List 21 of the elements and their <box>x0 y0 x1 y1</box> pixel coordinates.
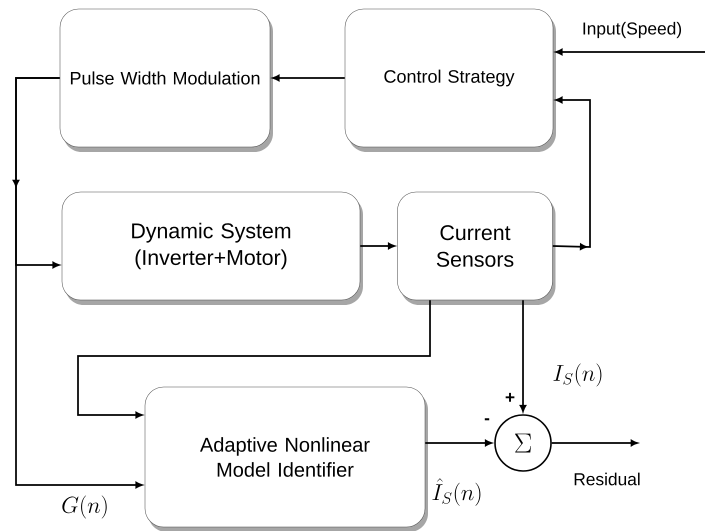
arrow <box>360 242 395 250</box>
edge-label: $G(n)$ <box>62 496 107 519</box>
edge-label: $\hat{I}_S(n)$ <box>432 478 480 506</box>
edge-label: Input(Speed) <box>584 22 682 38</box>
summing-junction: $\Sigma$ <box>494 414 552 472</box>
arrow <box>77 300 431 418</box>
process-box: Adaptive Nonlinear Model Identifier <box>144 386 428 531</box>
arrow <box>272 74 345 82</box>
arrow <box>552 440 638 446</box>
arrow <box>425 440 492 446</box>
process-box: Pulse Width Modulation <box>60 8 273 152</box>
arrow <box>520 300 526 412</box>
arrow <box>15 77 142 488</box>
arrow <box>556 48 706 56</box>
process-box: Dynamic System (Inverter+Motor) <box>62 192 363 305</box>
arrow <box>552 96 591 250</box>
process-box: Control Strategy <box>344 8 556 152</box>
process-box: Current Sensors <box>397 192 556 305</box>
edge-label: $I_S(n)$ <box>553 364 602 387</box>
edge-label: Residual <box>574 472 640 486</box>
sign-label: + <box>506 392 514 402</box>
